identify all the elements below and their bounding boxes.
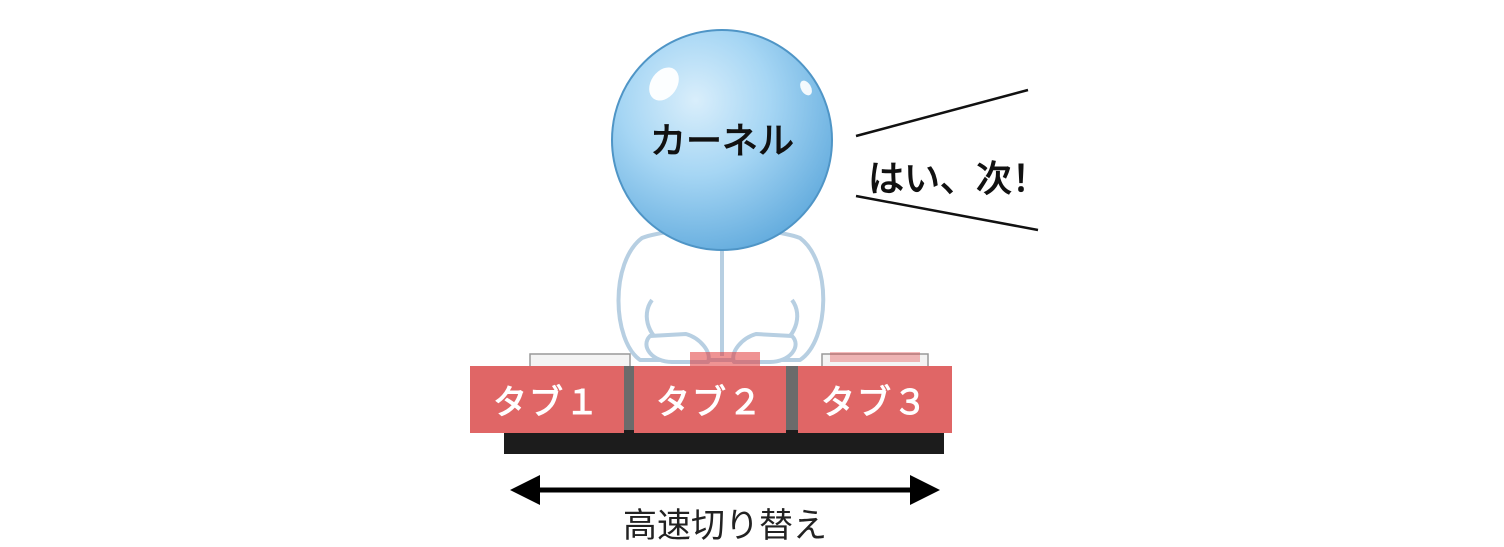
tab-1: タブ１: [470, 366, 624, 433]
speech-text: はい、次！: [868, 159, 1049, 200]
kernel-head: [611, 29, 833, 251]
speech-lines: [855, 88, 1039, 232]
tab-3: タブ３: [798, 366, 952, 433]
kernel-label: カーネル: [649, 121, 794, 162]
switch-arrow: [510, 475, 940, 505]
tab-tray: [504, 352, 944, 454]
caption-fast-switch: 高速切り替え: [623, 506, 827, 546]
tab-2: タブ２: [634, 366, 786, 433]
worker-figure: [616, 227, 826, 364]
